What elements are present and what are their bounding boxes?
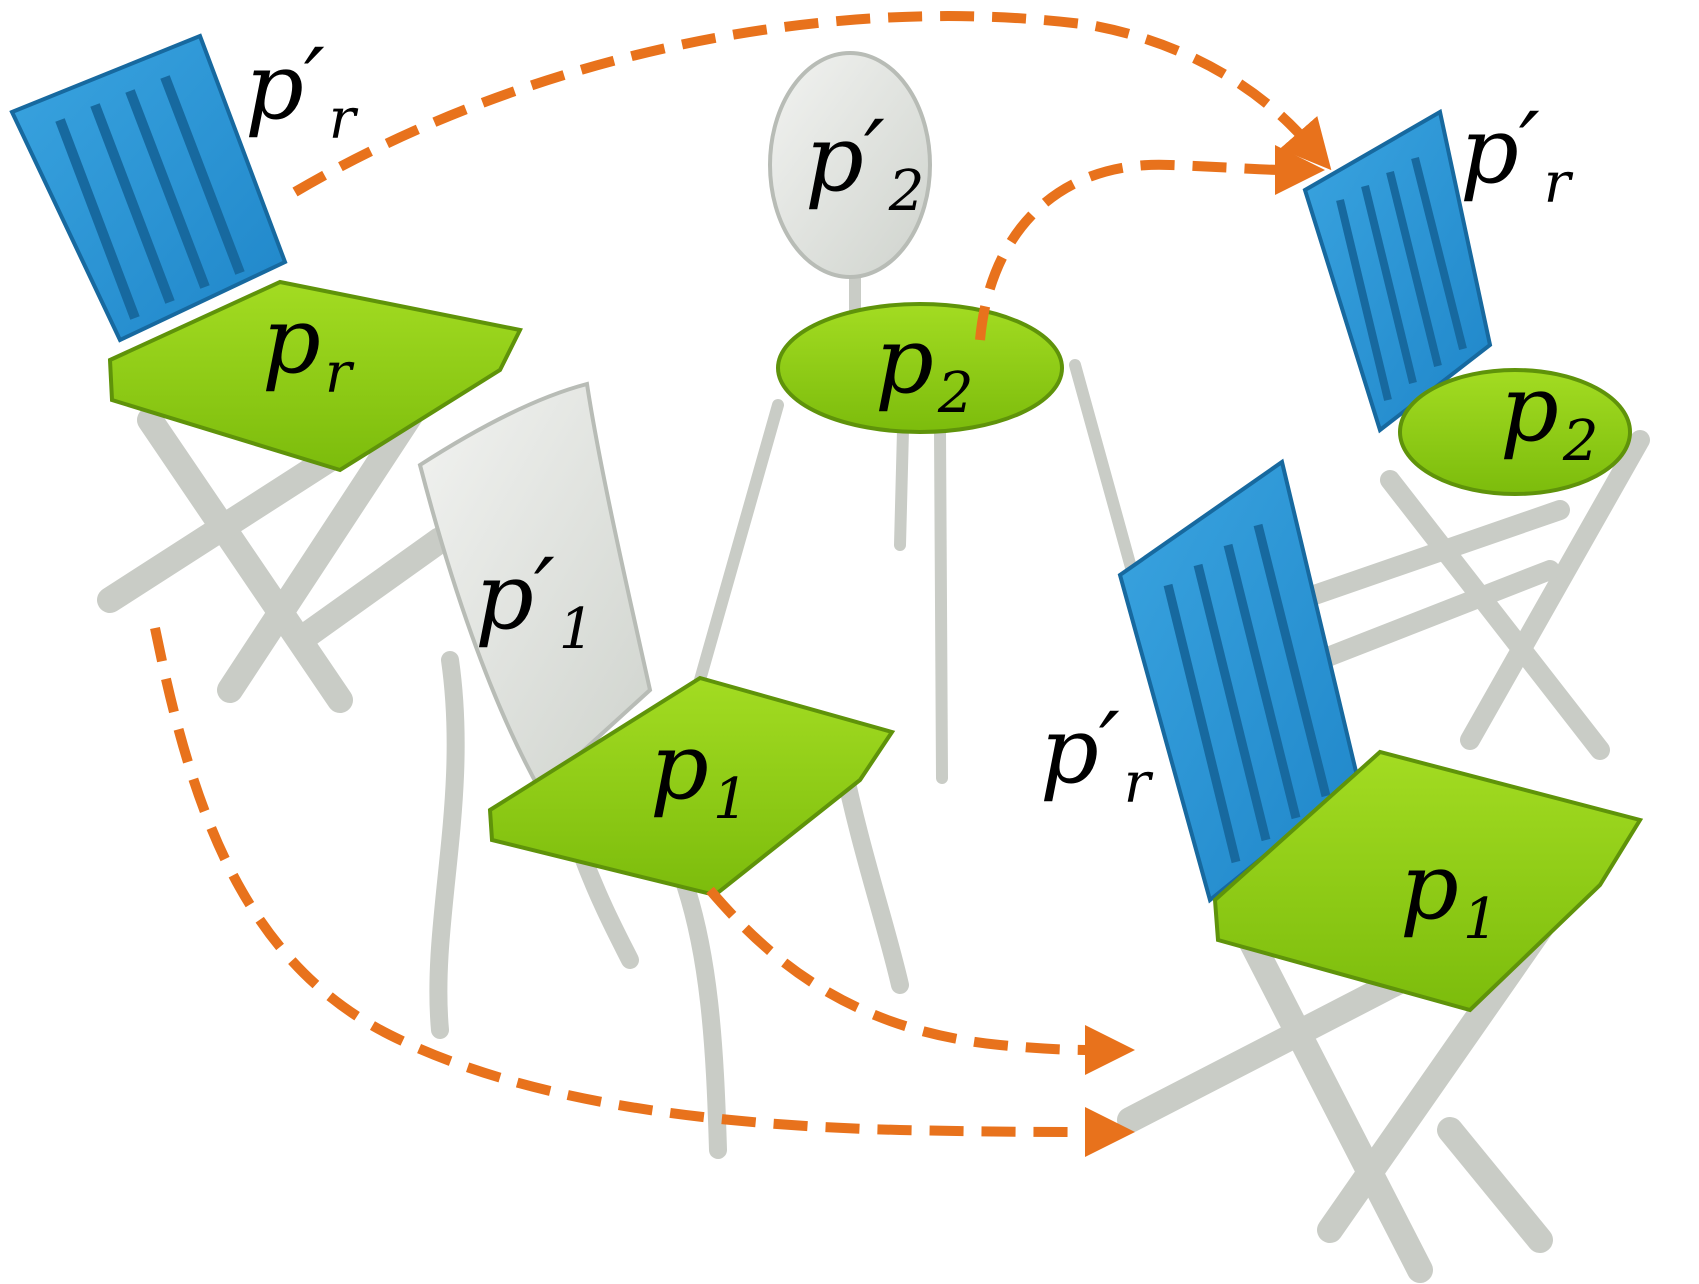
label-chair-left-back: p′r bbox=[245, 29, 359, 152]
blue-back-top-right bbox=[1302, 108, 1493, 434]
green-round-seat bbox=[776, 302, 1064, 434]
label-result-bottom-back: p′r bbox=[1040, 693, 1154, 816]
arrow-left-chair-to-bottom-result bbox=[150, 627, 1135, 1157]
source-chair-middle-front bbox=[417, 381, 909, 1159]
label-chair-round-seat: p2 bbox=[875, 307, 974, 426]
source-chair-middle-back bbox=[694, 51, 1146, 784]
result-chair-bottom-right bbox=[1117, 458, 1644, 1283]
label-result-bottom-seat: p1 bbox=[1400, 833, 1499, 952]
green-seat-bottom-right bbox=[1212, 749, 1644, 1013]
label-chair-left-seat: pr bbox=[262, 287, 355, 406]
label-chair-round-back: p′2 bbox=[805, 101, 924, 224]
part-labels: p′r pr p′1 p1 p′2 p2 p′r p2 p′r p1 bbox=[245, 29, 1599, 952]
label-result-top-back: p′r bbox=[1460, 93, 1574, 216]
white-round-back bbox=[768, 51, 932, 279]
label-result-top-seat: p2 bbox=[1500, 355, 1599, 474]
source-chair-left bbox=[9, 33, 523, 713]
green-seat-left bbox=[107, 279, 523, 473]
green-round-seat-top-right bbox=[1398, 368, 1632, 496]
blue-back-bottom-right bbox=[1117, 458, 1361, 904]
arrow-front-seat-to-bottom-result bbox=[706, 886, 1135, 1075]
label-chair-front-seat: p1 bbox=[650, 713, 749, 832]
label-chair-front-back: p′1 bbox=[475, 539, 594, 662]
result-chair-top-right bbox=[1290, 108, 1650, 760]
blue-back-left bbox=[9, 33, 288, 343]
green-seat-front bbox=[487, 675, 896, 898]
arrow-round-seat-to-top-result bbox=[975, 144, 1325, 341]
white-back-front bbox=[417, 381, 653, 794]
